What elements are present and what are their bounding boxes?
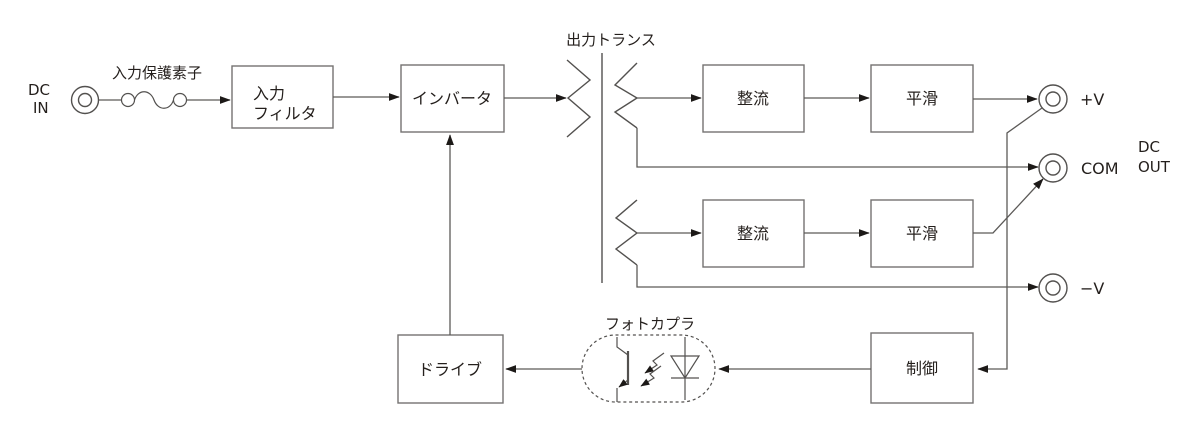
plus-v-label: +V — [1080, 90, 1104, 109]
wire-plus-v-sense-to-control — [977, 107, 1043, 373]
input-filter-label-line2: フィルタ — [253, 104, 317, 123]
input-connector-icon — [70, 85, 100, 115]
transformer-secondary-bottom-winding — [614, 199, 639, 266]
light-arrows-icon — [640, 352, 665, 387]
smoothing-top-block: 平滑 — [870, 64, 974, 133]
drive-label: ドライブ — [418, 360, 482, 379]
control-label: 制御 — [906, 359, 938, 378]
inverter-label: インバータ — [412, 89, 492, 108]
output-transformer-label: 出力トランス — [566, 31, 656, 49]
input-filter-label-line1: 入力 — [253, 84, 285, 103]
com-label: COM — [1081, 159, 1119, 178]
dc-in-label-line2: IN — [33, 99, 49, 117]
minus-v-label: −V — [1080, 279, 1104, 298]
control-block: 制御 — [870, 332, 974, 404]
smoothing-bottom-block: 平滑 — [870, 199, 974, 268]
dc-in-label-line1: DC — [28, 81, 50, 99]
fuse-icon — [120, 91, 188, 109]
phototransistor-icon — [616, 337, 630, 402]
terminal-com-icon — [1038, 153, 1068, 183]
rectifier-top-label: 整流 — [737, 89, 769, 108]
photocoupler-label: フォトカプラ — [605, 315, 695, 333]
terminal-plus-v-icon — [1038, 84, 1068, 114]
output-transformer-icon — [566, 53, 639, 283]
rectifier-bottom-block: 整流 — [702, 199, 805, 268]
rectifier-top-block: 整流 — [702, 64, 805, 133]
drive-block: ドライブ — [397, 334, 504, 404]
terminal-minus-v-icon — [1038, 273, 1068, 303]
transformer-secondary-top-winding — [613, 62, 639, 129]
photocoupler-icon — [581, 334, 716, 403]
wire-transformer-to-minus-v — [636, 265, 1039, 291]
wire-transformer-to-com — [636, 128, 1039, 171]
input-protection-label: 入力保護素子 — [112, 64, 202, 82]
dc-out-label-line1: DC — [1138, 138, 1160, 156]
led-icon — [669, 337, 701, 400]
smoothing-top-label: 平滑 — [906, 89, 938, 108]
dc-out-label-line2: OUT — [1138, 158, 1171, 176]
smoothing-bottom-label: 平滑 — [906, 224, 938, 243]
wire-smoothing-bottom-to-com — [973, 178, 1044, 234]
rectifier-bottom-label: 整流 — [737, 224, 769, 243]
inverter-block: インバータ — [400, 64, 505, 133]
input-filter-block: 入力 フィルタ — [231, 65, 334, 129]
photocoupler-outline — [581, 334, 716, 403]
transformer-primary-winding — [566, 59, 592, 138]
